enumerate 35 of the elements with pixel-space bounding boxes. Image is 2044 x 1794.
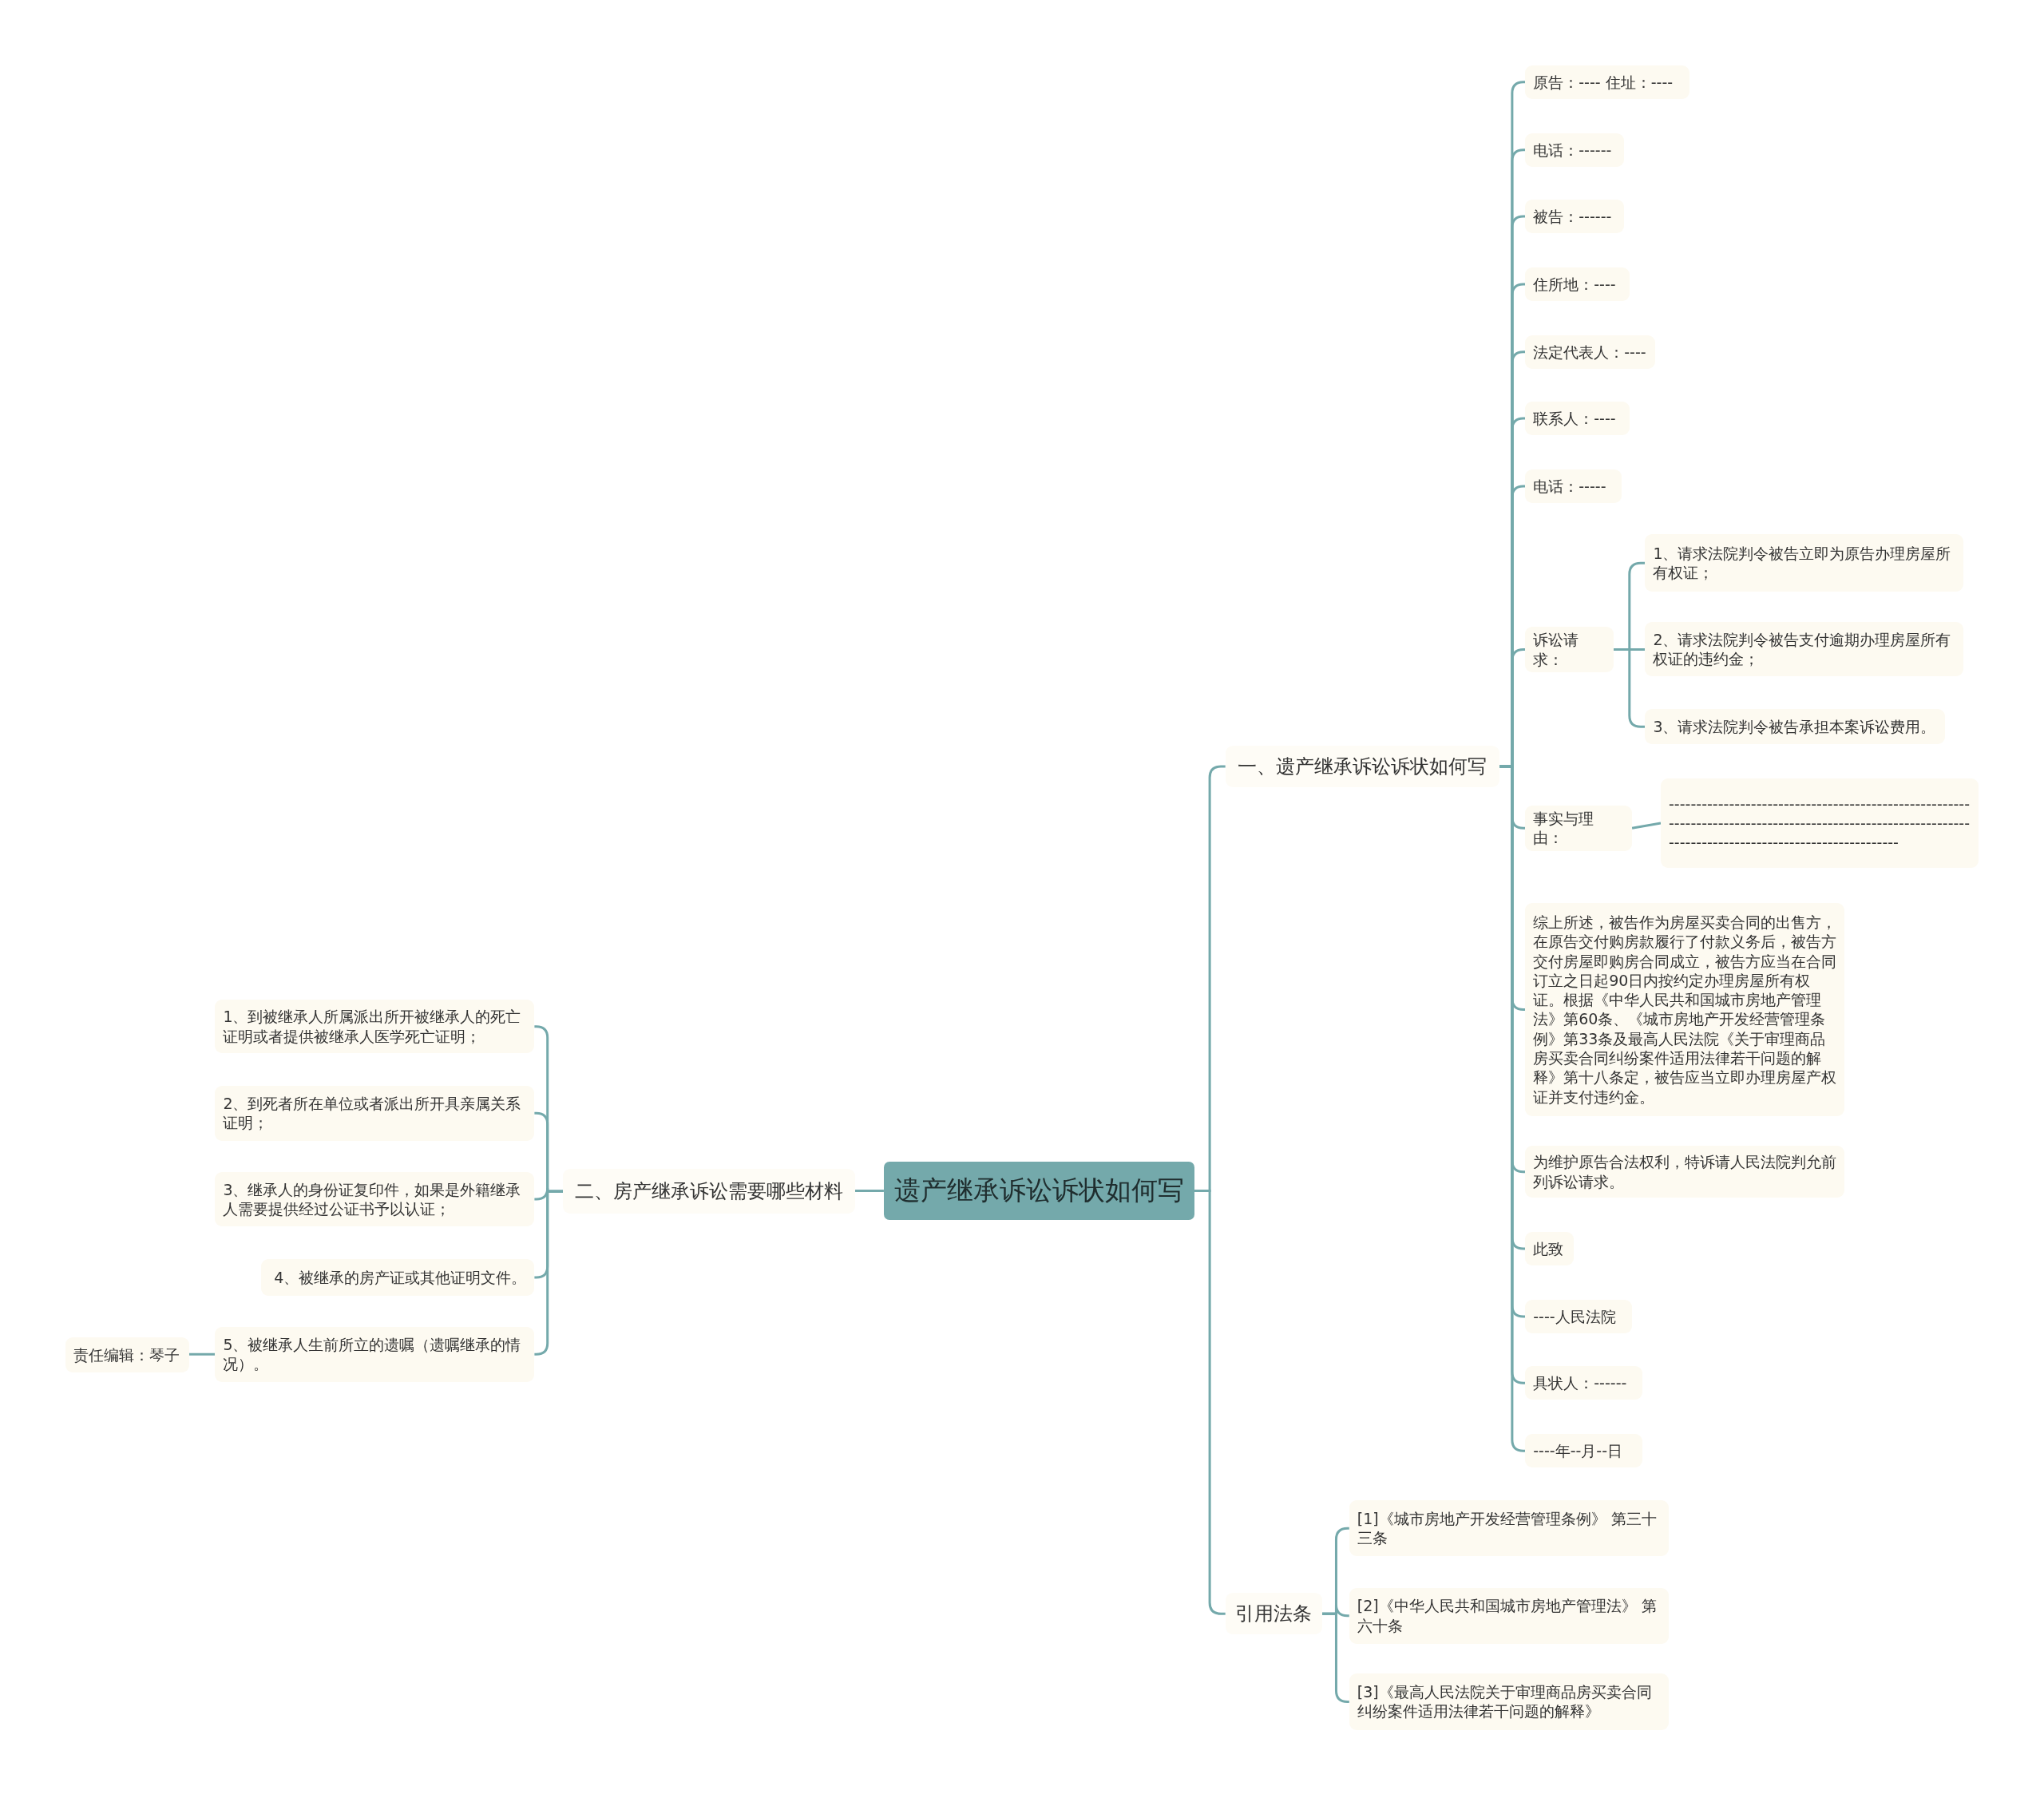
topic-box: 具状人：------: [1525, 1366, 1643, 1400]
topic-box: 法定代表人：----: [1525, 335, 1656, 369]
topic-box: 2、到死者所在单位或者派出所开具亲属关系证明；: [215, 1086, 535, 1141]
topic-box: --------------------------------------------------------------------------------------------------------------------------------------------------------: [1661, 778, 1979, 869]
topic-box: ----人民法院: [1525, 1299, 1633, 1334]
branch-topic: 引用法条: [1225, 1593, 1322, 1635]
connector-line: [188, 1352, 216, 1356]
branch-topic: 一、遗产继承诉讼诉状如何写: [1225, 745, 1499, 788]
topic-box: 电话：-----: [1525, 469, 1622, 504]
topic-box: 5、被继承人生前所立的遗嘱（遗嘱继承的情况）。: [215, 1327, 535, 1382]
topic-box: [2]《中华人民共和国城市房地产管理法》 第六十条: [1349, 1587, 1669, 1644]
topic-box: 原告：---- 住址：----: [1525, 65, 1689, 100]
central-topic: 遗产继承诉讼诉状如何写: [883, 1161, 1194, 1221]
topic-box: 3、继承人的身份证复印件，如果是外籍继承人需要提供经过公证书予以认证；: [215, 1171, 535, 1227]
branch-topic: 二、房产继承诉讼需要哪些材料: [563, 1169, 855, 1214]
topic-box: [3]《最高人民法院关于审理商品房买卖合同纠纷案件适用法律若干问题的解释》: [1349, 1673, 1669, 1730]
topic-box: 此致: [1525, 1231, 1574, 1266]
topic-box: 1、请求法院判令被告立即为原告办理房屋所有权证；: [1645, 534, 1963, 592]
topic-box: 住所地：----: [1525, 267, 1630, 302]
topic-box: 综上所述，被告作为房屋买卖合同的出售方，在原告交付购房款履行了付款义务后，被告方交付房屋即购房合同成立，被告方应当在合同订立之日起90日内按约定办理房屋所有权证。根据《中华人民共和国城市房地产管理法》第60条、《城市房地产开发经营管理条例》第33条及最高人民法院《关于审理商品房买卖合同纠纷案件适用法律若干问题的解释》第十八条定，被告应当立即办理房屋产权证并支付违约金。: [1525, 903, 1845, 1116]
connector-line: [1631, 822, 1662, 830]
topic-box: 电话：------: [1525, 133, 1625, 167]
topic-box: 为维护原告合法权利，特诉请人民法院判允前列诉讼请求。: [1525, 1146, 1845, 1198]
topic-box: 事实与理由：: [1525, 805, 1633, 851]
topic-box: 诉讼请求：: [1525, 627, 1614, 672]
topic-box: 1、到被继承人所属派出所开被继承人的死亡证明或者提供被继承人医学死亡证明；: [215, 1000, 535, 1054]
topic-box: 3、请求法院判令被告承担本案诉讼费用。: [1645, 709, 1945, 745]
topic-box: 联系人：----: [1525, 401, 1630, 436]
topic-box: 被告：------: [1525, 199, 1625, 234]
topic-box: ----年--月--日: [1525, 1433, 1643, 1468]
topic-box: 4、被继承的房产证或其他证明文件。: [260, 1259, 535, 1296]
topic-box: 2、请求法院判令被告支付逾期办理房屋所有权证的违约金；: [1645, 621, 1963, 677]
connector-line: [855, 1189, 884, 1192]
topic-box: [1]《城市房地产开发经营管理条例》 第三十三条: [1349, 1500, 1669, 1557]
topic-box: 责任编辑：琴子: [65, 1337, 189, 1373]
